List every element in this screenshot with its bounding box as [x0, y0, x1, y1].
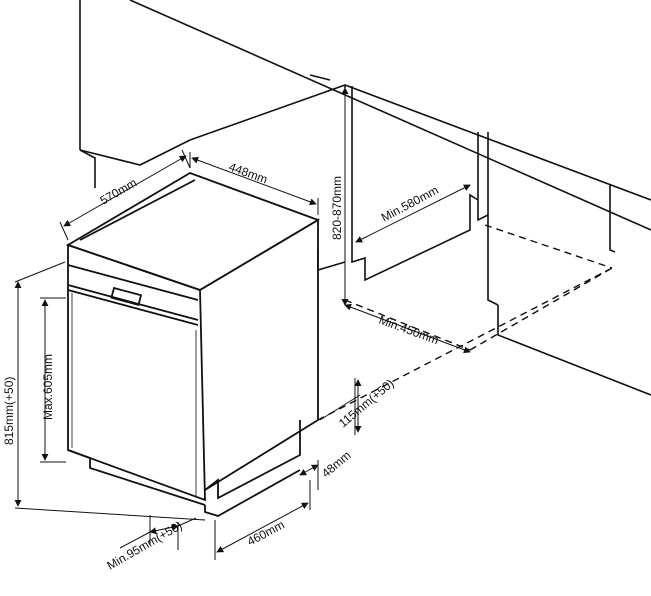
niche-height-label: 820-870mm	[330, 176, 344, 240]
width-label: 448mm	[227, 160, 269, 187]
plinth-offset-label: 48mm	[319, 448, 354, 480]
appliance-height-label: 815mm(+50)	[2, 377, 16, 445]
niche-outline	[317, 224, 613, 421]
dishwasher	[65, 172, 321, 517]
kitchen-cabinets	[79, 0, 651, 396]
toe-kick-min-label: Min.95mm(+50)	[105, 518, 185, 572]
niche-width-min-label: Min.450mm	[377, 313, 441, 348]
plinth-height-label: 115mm(+50)	[336, 376, 397, 430]
dishwasher-front	[67, 243, 206, 502]
door-height-max-label: Max.605mm	[41, 354, 55, 420]
plinth-depth-label: 460mm	[245, 518, 287, 549]
dimension-lines	[14, 87, 471, 560]
display-panel	[110, 286, 143, 307]
depth-label: 570mm	[98, 175, 140, 207]
